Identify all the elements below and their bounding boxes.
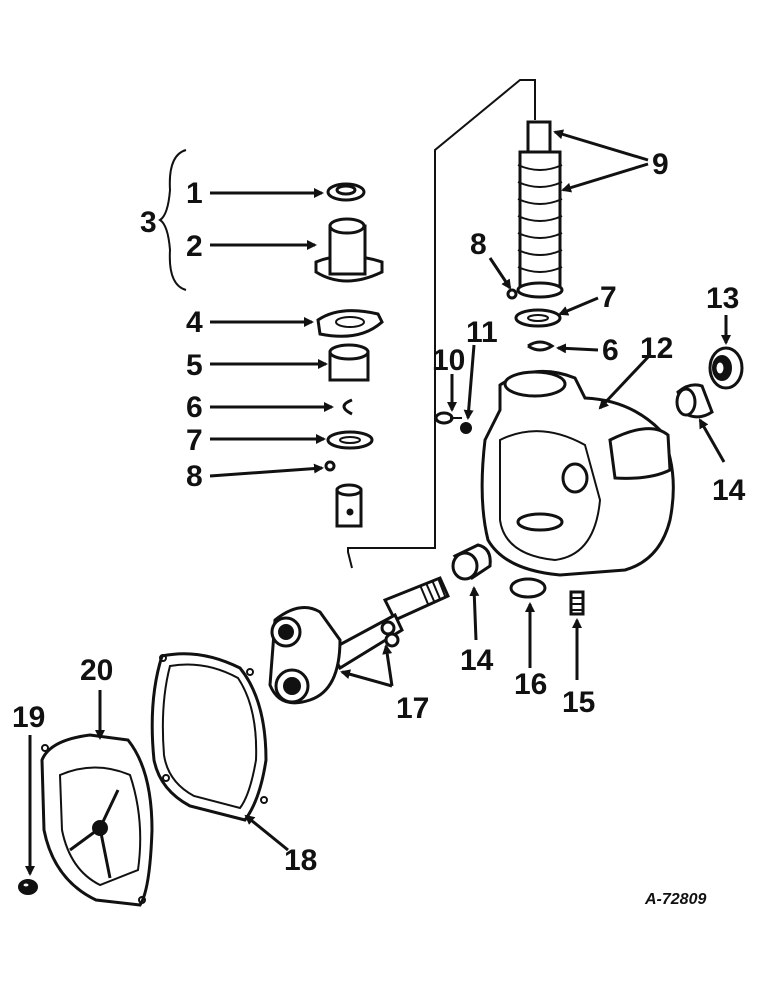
callout-5: 5 (186, 349, 203, 382)
part-13-oil-seal (708, 346, 744, 390)
callout-7-right: 7 (600, 281, 617, 314)
callout-18: 18 (284, 844, 317, 877)
part-14-bushing-right (675, 383, 714, 419)
leader-17-a (382, 644, 394, 687)
part-14-bushing-left (451, 543, 492, 581)
part-12-gear-housing (480, 369, 675, 577)
callout-19: 19 (12, 701, 45, 734)
leader-9-bottom (561, 162, 649, 193)
callout-15: 15 (562, 686, 595, 719)
part-17-sector-shaft (268, 576, 450, 705)
leader-8a (209, 463, 324, 478)
assembly-connector-line (347, 79, 536, 569)
callout-16: 16 (514, 668, 547, 701)
leader-6b (556, 343, 599, 354)
callout-1: 1 (186, 177, 203, 210)
callout-6-right: 6 (602, 334, 619, 367)
part-15-grease-fitting (569, 590, 585, 616)
part-7-washer-right (514, 308, 562, 328)
callout-10: 10 (432, 344, 465, 377)
callout-13: 13 (706, 282, 739, 315)
part-4-gasket (316, 309, 384, 338)
part-5-bushing (328, 343, 370, 382)
part-6-snap-ring (342, 398, 353, 416)
callout-17: 17 (396, 692, 429, 725)
part-8-ball-right (506, 288, 518, 300)
leader-9-top (553, 129, 649, 162)
part-16-expansion-plug (509, 577, 547, 599)
callout-2: 2 (186, 230, 203, 263)
part-8-ball (324, 460, 336, 472)
callout-7-left: 7 (186, 424, 203, 457)
leader-17-b (340, 669, 393, 688)
callout-3: 3 (140, 206, 157, 239)
callout-12: 12 (640, 332, 673, 365)
leader-14-right (698, 418, 726, 463)
part-1-seal (326, 182, 366, 202)
callout-20: 20 (80, 654, 113, 687)
part-7-washer (326, 430, 374, 450)
part-11-plug (460, 422, 472, 434)
leader-11 (463, 344, 476, 420)
callout-8-right: 8 (470, 228, 487, 261)
part-20-side-cover (40, 733, 154, 907)
sleeve-part (335, 483, 363, 528)
callout-9: 9 (652, 148, 669, 181)
leader-8b (488, 257, 512, 290)
leader-14-left (469, 586, 480, 641)
part-2-bushing-housing (314, 217, 384, 283)
part-10-screw (434, 411, 462, 425)
part-18-cover-gasket (150, 652, 268, 822)
callout-14-right: 14 (712, 474, 746, 507)
callout-6-left: 6 (186, 391, 203, 424)
leader-7b (558, 296, 599, 316)
part-6-snap-ring-right (527, 340, 555, 352)
part-9-worm-shaft (516, 120, 564, 299)
leader-18 (244, 814, 289, 852)
callout-11: 11 (466, 316, 498, 349)
callout-8-left: 8 (186, 460, 203, 493)
callout-14-left: 14 (460, 644, 494, 677)
callout-4: 4 (186, 306, 203, 339)
part-19-bolt (18, 879, 38, 895)
group-3-bracket (158, 149, 187, 291)
drawing-code: A-72809 (644, 891, 706, 908)
leader-12 (598, 353, 652, 410)
